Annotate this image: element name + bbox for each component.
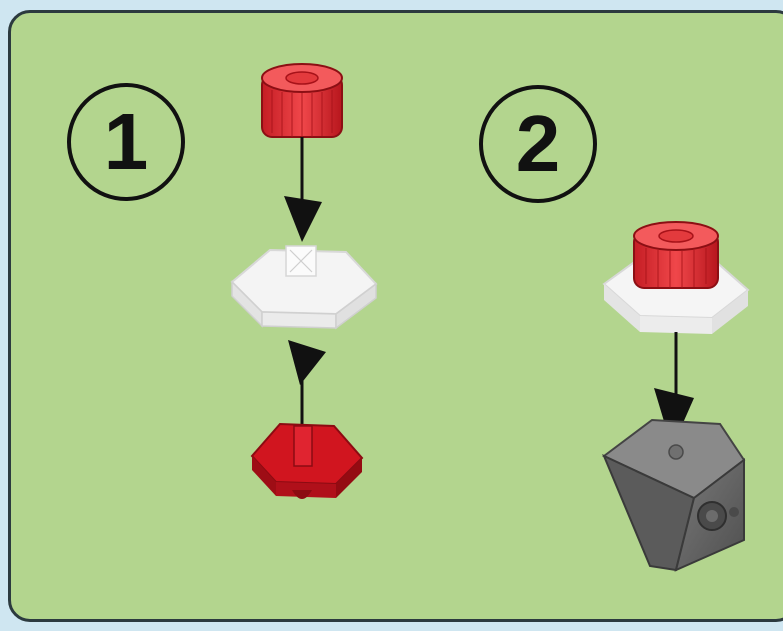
red-round-cap-step2 xyxy=(634,222,718,288)
dark-red-connector-step1 xyxy=(252,424,362,499)
arrow-down-step1 xyxy=(284,137,322,242)
white-plate-step1 xyxy=(232,246,376,328)
gray-slope-block-step2 xyxy=(604,420,744,570)
red-round-cap-step1 xyxy=(262,64,342,137)
